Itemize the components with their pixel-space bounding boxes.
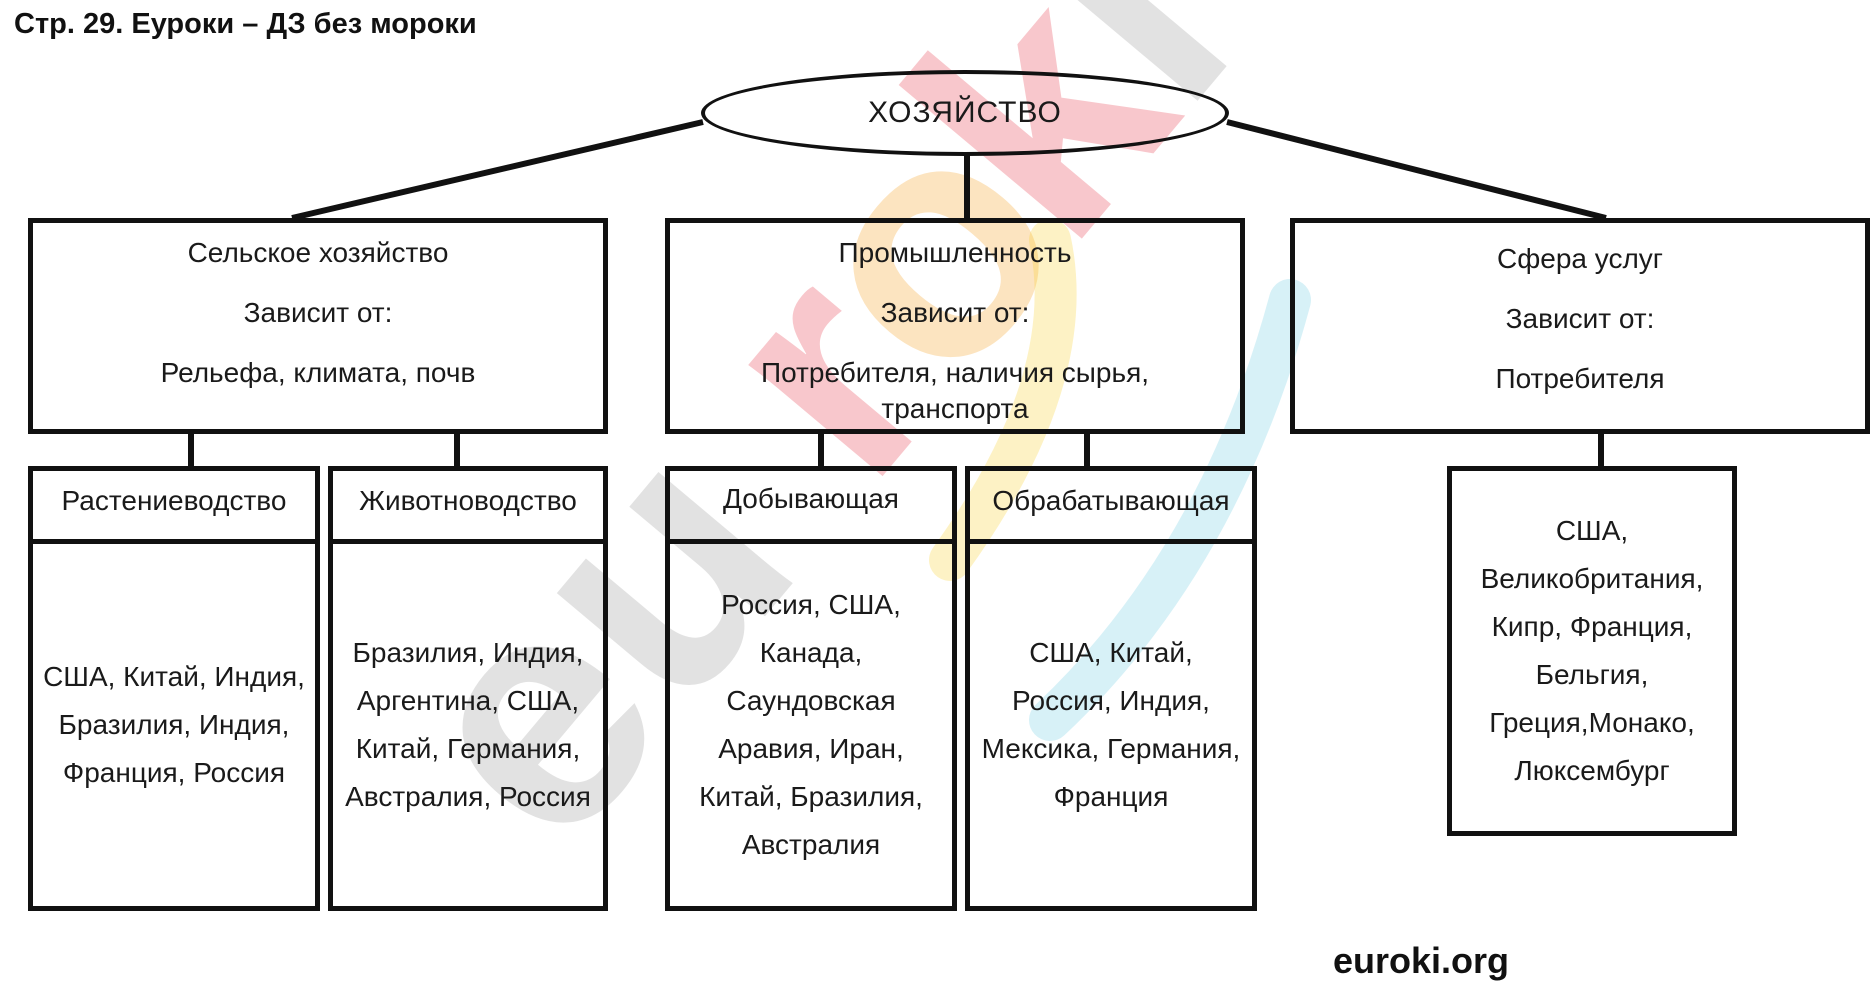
livestock-countries-text: Бразилия, Индия, Аргентина, США, Китай, …: [345, 637, 591, 812]
branch-crop-farming-header: Растениеводство: [28, 466, 320, 544]
root-label: ХОЗЯЙСТВО: [868, 96, 1062, 129]
crop-farming-countries-text: США, Китай, Индия, Бразилия, Индия, Фран…: [43, 661, 305, 788]
services-countries: США, Великобритания, Кипр, Франция, Бель…: [1447, 466, 1737, 836]
sector-agriculture: Сельское хозяйство Зависит от: Рельефа, …: [28, 218, 608, 434]
sector-services-title: Сфера услуг: [1497, 243, 1663, 274]
page-title: Стр. 29. Еуроки – ДЗ без мороки: [14, 8, 477, 40]
sector-agriculture-depends: Зависит от:: [243, 297, 393, 328]
branch-livestock-header: Животноводство: [328, 466, 608, 544]
branch-mining-header: Добывающая: [665, 466, 957, 544]
manufacturing-countries-text: США, Китай, Россия, Индия, Мексика, Герм…: [981, 637, 1241, 812]
mining-countries-text: Россия, США, Канада, Саундовская Аравия,…: [699, 589, 923, 860]
sector-services-depends: Зависит от:: [1505, 303, 1655, 334]
branch-livestock-countries: Бразилия, Индия, Аргентина, США, Китай, …: [328, 539, 608, 911]
services-countries-text: США, Великобритания, Кипр, Франция, Бель…: [1480, 515, 1704, 786]
sector-agriculture-title: Сельское хозяйство: [187, 237, 449, 268]
sector-industry-title: Промышленность: [838, 237, 1072, 268]
root-node-economy: ХОЗЯЙСТВО: [701, 70, 1229, 156]
branch-mining-countries: Россия, США, Канада, Саундовская Аравия,…: [665, 539, 957, 911]
sector-services: Сфера услуг Зависит от: Потребителя: [1290, 218, 1870, 434]
branch-crop-farming-label: Растениеводство: [61, 485, 287, 516]
sector-industry: Промышленность Зависит от: Потребителя, …: [665, 218, 1245, 434]
branch-manufacturing-countries: США, Китай, Россия, Индия, Мексика, Герм…: [965, 539, 1257, 911]
branch-crop-farming-countries: США, Китай, Индия, Бразилия, Индия, Фран…: [28, 539, 320, 911]
branch-livestock-label: Животноводство: [359, 485, 577, 516]
branch-manufacturing-label: Обрабатывающая: [992, 485, 1230, 516]
footer-site-name: euroki.org: [1333, 940, 1510, 981]
sector-services-factors: Потребителя: [1495, 363, 1665, 394]
sector-industry-factors: Потребителя, наличия сырья, транспорта: [760, 357, 1150, 424]
sector-agriculture-factors: Рельефа, климата, почв: [160, 357, 476, 388]
branch-manufacturing-header: Обрабатывающая: [965, 466, 1257, 544]
branch-mining-label: Добывающая: [723, 483, 899, 514]
sector-industry-depends: Зависит от:: [880, 297, 1030, 328]
